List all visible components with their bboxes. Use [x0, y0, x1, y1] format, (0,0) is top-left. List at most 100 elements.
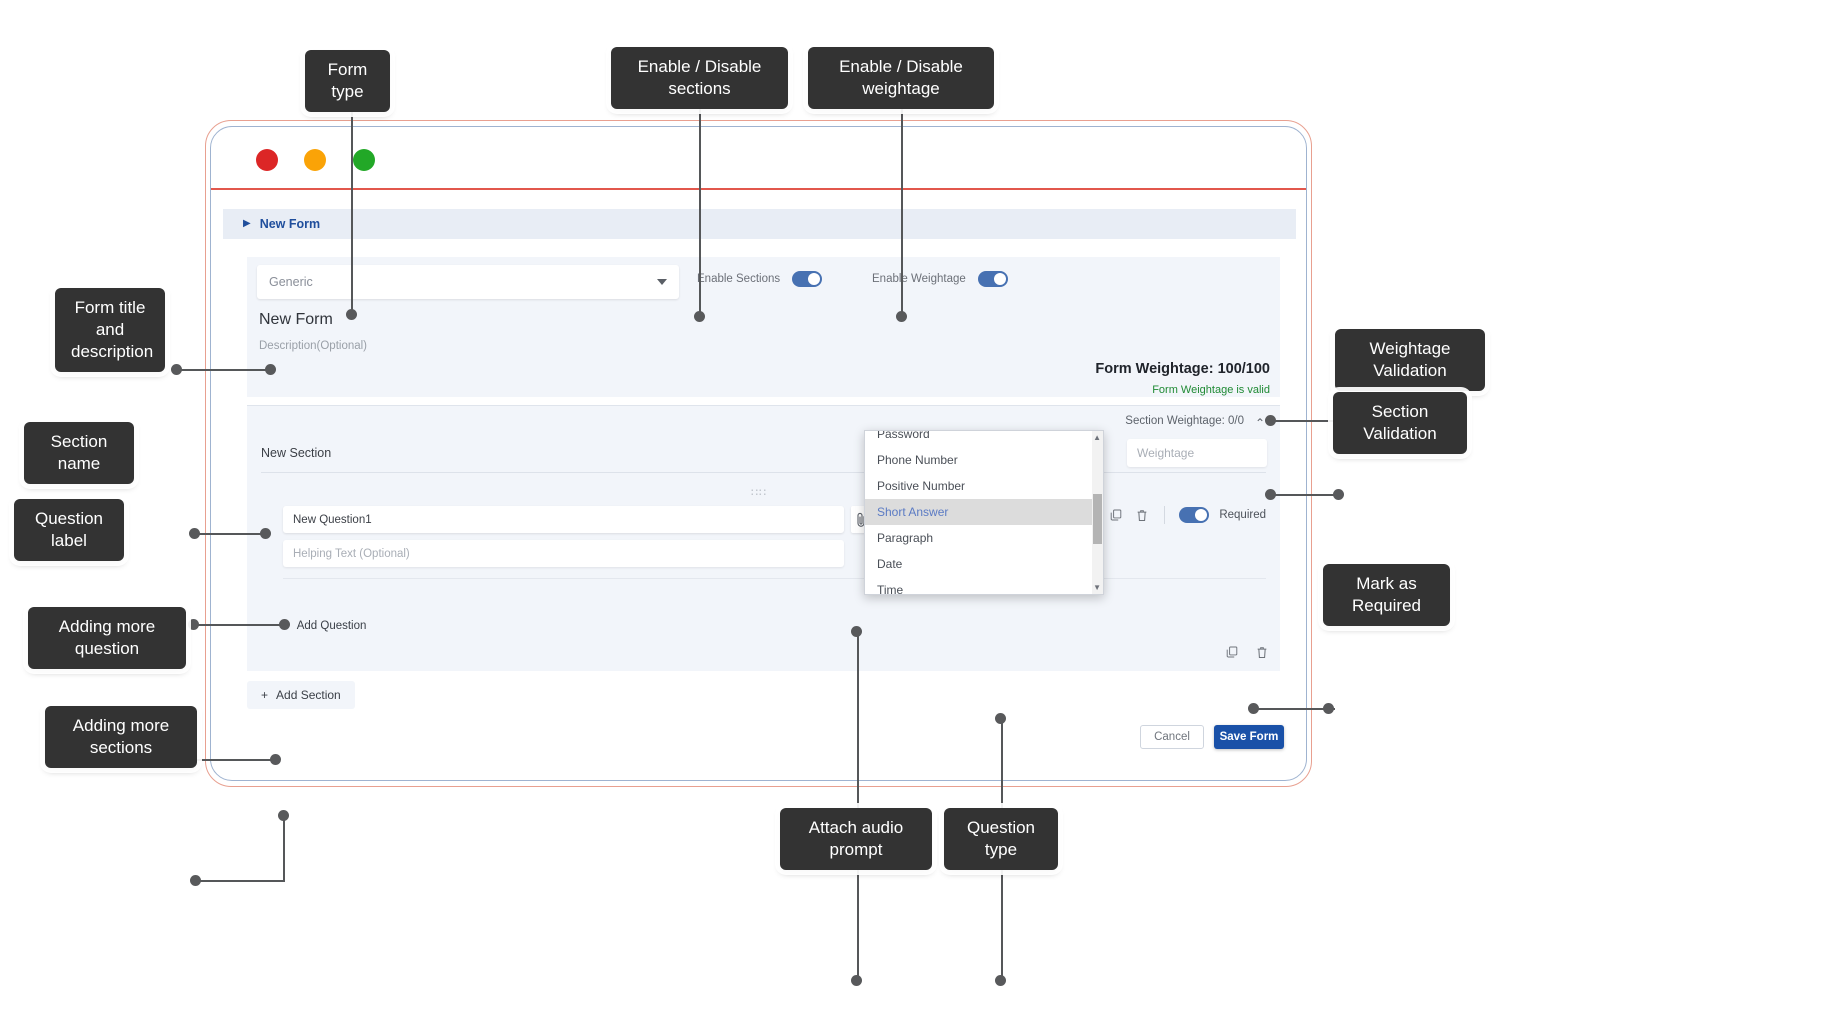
duplicate-question-icon[interactable]: [1108, 507, 1124, 523]
breadcrumb[interactable]: ▶ New Form: [223, 209, 1296, 239]
form-weightage-value: Form Weightage: 100/100: [1095, 361, 1270, 377]
enable-weightage-toggle-group[interactable]: Enable Weightage: [872, 271, 1008, 287]
leader-dot-add-section-a: [278, 810, 289, 821]
leader-section-name: [197, 533, 267, 535]
callout-form-title-desc: Form title and description: [55, 288, 165, 373]
leader-dot-question-type-a: [995, 713, 1006, 724]
question-row: ∷∷ New Question1 Helping Text (Optional): [261, 478, 1266, 608]
breadcrumb-label: New Form: [259, 217, 321, 231]
leader-dot-section-a: [1265, 489, 1276, 500]
add-section-button[interactable]: + Add Section: [247, 681, 355, 709]
leader-dot-question-label-a: [188, 619, 199, 630]
minimize-window-icon[interactable]: [304, 149, 326, 171]
form-description-input[interactable]: Description(Optional): [259, 340, 368, 352]
leader-form-type: [351, 88, 353, 314]
callout-form-type: Form type: [305, 50, 390, 113]
enable-weightage-switch[interactable]: [977, 271, 1008, 287]
callout-weightage-validation: Weightage Validation: [1335, 329, 1485, 392]
leader-dot-form-type: [346, 309, 357, 320]
section-actions: [1224, 644, 1270, 660]
chevron-up-icon[interactable]: ⌃: [1254, 416, 1265, 430]
question-type-option[interactable]: Paragraph: [877, 531, 934, 545]
question-actions: Required: [1108, 506, 1266, 524]
question-type-option[interactable]: Positive Number: [877, 479, 966, 493]
dropdown-scrollbar[interactable]: ▲ ▼: [1092, 431, 1103, 594]
app-outer-outline: [205, 120, 1312, 787]
section-weightage-value: Section Weightage: 0/0: [1125, 415, 1244, 427]
section-name-underline: [261, 472, 1266, 473]
delete-section-icon[interactable]: [1254, 644, 1270, 660]
scroll-up-icon[interactable]: ▲: [1093, 433, 1101, 442]
form-weightage-status: Form Weightage is valid: [1152, 384, 1270, 396]
callout-section-name: Section name: [24, 422, 134, 485]
chrome-divider: [211, 188, 1306, 190]
callout-question-type: Question type: [944, 808, 1058, 871]
question-type-option[interactable]: Date: [877, 557, 903, 571]
drag-handle-icon[interactable]: ∷∷: [751, 487, 767, 499]
form-header-card: Generic Enable Sections Enable Weightage…: [247, 257, 1280, 397]
add-question-button[interactable]: + Add Question: [283, 620, 366, 632]
close-window-icon[interactable]: [256, 149, 278, 171]
cancel-button[interactable]: Cancel: [1140, 725, 1204, 749]
leader-dot-section-name-b: [260, 528, 271, 539]
leader-mark-required: [1253, 708, 1335, 710]
callout-attach-audio-prompt: Attach audio prompt: [780, 808, 932, 871]
leader-add-section-h: [196, 880, 285, 882]
helping-text-input[interactable]: Helping Text (Optional): [283, 540, 844, 567]
question-type-option[interactable]: Phone Number: [877, 453, 958, 467]
duplicate-section-icon[interactable]: [1224, 644, 1240, 660]
callout-section-validation: Section Validation: [1333, 392, 1467, 455]
leader-dot-question-label-b: [279, 619, 290, 630]
browser-chrome-bar: [211, 127, 1306, 190]
leader-dot-enable-weightage: [896, 311, 907, 322]
plus-icon: +: [261, 688, 269, 702]
enable-weightage-label: Enable Weightage: [872, 273, 966, 285]
question-label-input[interactable]: New Question1: [283, 506, 844, 533]
chevron-down-icon: [657, 279, 667, 285]
question-type-option[interactable]: Short Answer: [865, 499, 1093, 525]
section-card: Section Weightage: 0/0 ⌃ New Section Wei…: [247, 405, 1280, 671]
leader-enable-weightage: [901, 82, 903, 316]
browser-window: ▶ New Form Generic Enable Sections Enabl…: [210, 126, 1307, 781]
add-question-label: Add Question: [296, 620, 367, 632]
callout-adding-more-sections: Adding more sections: [45, 706, 197, 769]
form-title-input[interactable]: New Form: [259, 311, 333, 328]
leader-dot-attach-audio-b: [851, 975, 862, 986]
maximize-window-icon[interactable]: [353, 149, 375, 171]
enable-sections-toggle-group[interactable]: Enable Sections: [697, 271, 823, 287]
leader-dot-weightage-a: [1265, 415, 1276, 426]
scrollbar-thumb[interactable]: [1093, 494, 1102, 544]
required-switch[interactable]: [1179, 507, 1210, 523]
callout-question-label: Question label: [14, 499, 124, 562]
question-type-option[interactable]: Time: [877, 583, 904, 595]
leader-enable-sections: [699, 82, 701, 316]
section-weightage-input[interactable]: Weightage: [1127, 439, 1267, 467]
form-type-select[interactable]: Generic: [257, 265, 679, 299]
leader-attach-audio: [857, 630, 859, 980]
scroll-down-icon[interactable]: ▼: [1093, 583, 1101, 592]
leader-weightage-validation: [1270, 420, 1340, 422]
leader-form-title: [176, 369, 270, 371]
action-divider: [1164, 506, 1166, 524]
section-name-input[interactable]: New Section: [261, 446, 332, 460]
leader-dot-add-section-b: [190, 875, 201, 886]
form-type-value: Generic: [269, 275, 313, 289]
question-type-option[interactable]: Password: [877, 430, 930, 441]
callout-adding-more-question: Adding more question: [28, 607, 186, 670]
callout-enable-sections: Enable / Disable sections: [611, 47, 788, 110]
leader-dot-attach-audio-a: [851, 626, 862, 637]
delete-question-icon[interactable]: [1134, 507, 1150, 523]
leader-dot-form-title-b: [265, 364, 276, 375]
callout-mark-as-required: Mark as Required: [1323, 564, 1450, 627]
leader-add-question: [190, 759, 278, 761]
leader-dot-enable-sections: [694, 311, 705, 322]
leader-dot-add-question-b: [270, 754, 281, 765]
callout-enable-weightage: Enable / Disable weightage: [808, 47, 994, 110]
leader-dot-section-name-a: [189, 528, 200, 539]
required-label: Required: [1219, 509, 1266, 521]
enable-sections-switch[interactable]: [792, 271, 823, 287]
question-divider: [283, 578, 1266, 579]
save-form-button[interactable]: Save Form: [1214, 725, 1284, 749]
